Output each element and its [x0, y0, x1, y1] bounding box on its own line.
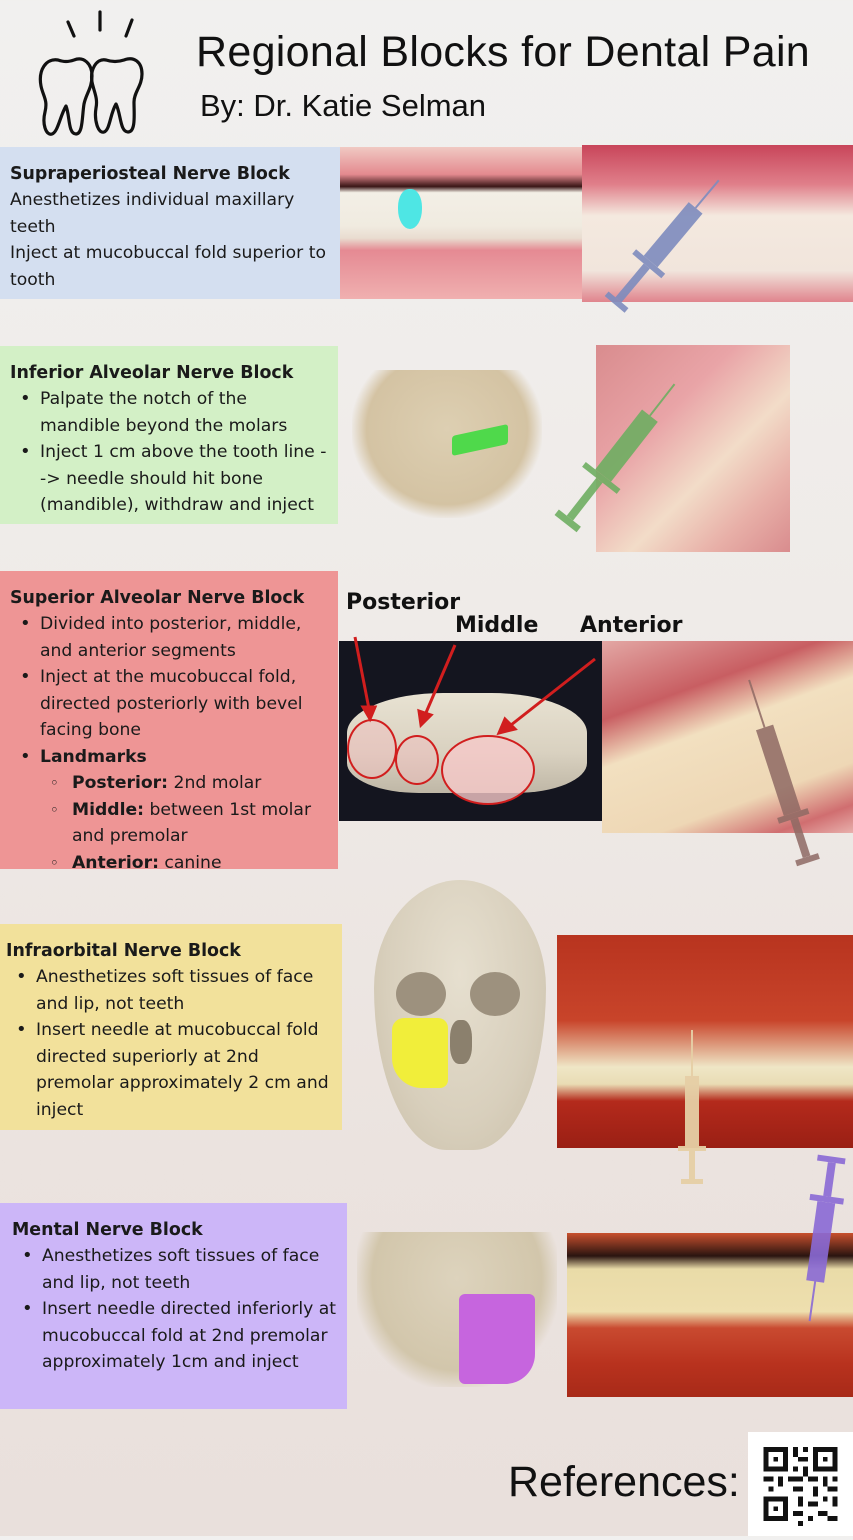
smile-with-highlighted-tooth-image: [340, 147, 583, 299]
bullet-item: Anesthetizes soft tissues of face and li…: [22, 1243, 339, 1296]
mental-nerve-card: Mental Nerve Block Anesthetizes soft tis…: [0, 1203, 347, 1409]
section-title: Mental Nerve Block: [12, 1220, 203, 1240]
left-orbit: [396, 972, 446, 1016]
upper-teeth-with-syringe-image: [582, 145, 853, 302]
bullet-item: Insert needle at mucobuccal fold directe…: [16, 1017, 334, 1123]
bullet-item: Insert needle directed inferiorly at muc…: [22, 1296, 339, 1376]
section-title: Inferior Alveolar Nerve Block: [10, 363, 294, 383]
landmark-item: Anterior: canine: [50, 850, 330, 877]
infraorbital-card: Infraorbital Nerve Block Anesthetizes so…: [0, 924, 342, 1130]
purple-highlight: [459, 1294, 535, 1384]
section-title: Infraorbital Nerve Block: [6, 941, 241, 961]
landmark-item: Middle: between 1st molar and premolar: [50, 797, 330, 850]
anterior-circle: [441, 735, 535, 805]
supraperiosteal-card: Supraperiosteal Nerve Block Anesthetizes…: [0, 147, 340, 299]
section-title: Superior Alveolar Nerve Block: [10, 588, 305, 608]
author-byline: By: Dr. Katie Selman: [200, 88, 487, 123]
green-highlight: [452, 424, 508, 456]
references-label: References:: [508, 1458, 740, 1506]
maxillary-arch-model-image: [339, 641, 603, 821]
syringe-icon: [554, 383, 676, 533]
bullet-item: Landmarks Posterior: 2nd molar Middle: b…: [20, 744, 330, 877]
skull-with-yellow-highlight-image: [370, 880, 550, 1162]
inferior-alveolar-card: Inferior Alveolar Nerve Block Palpate th…: [0, 346, 338, 524]
yellow-highlight: [392, 1018, 448, 1088]
everted-lip-with-syringe-image: [557, 935, 853, 1148]
lower-lip-with-syringe-image: [567, 1233, 853, 1397]
nasal-cavity: [450, 1020, 472, 1064]
annotation-arrows: [353, 636, 596, 735]
side-smile-with-syringe-image: [602, 641, 853, 833]
page-title: Regional Blocks for Dental Pain: [196, 28, 811, 76]
highlighted-tooth: [398, 189, 422, 229]
bullet-item: Palpate the notch of the mandible beyond…: [20, 386, 330, 439]
mandible-with-purple-highlight-image: [357, 1232, 557, 1387]
mandible-with-green-highlight-image: [352, 370, 542, 518]
superior-alveolar-card: Superior Alveolar Nerve Block Divided in…: [0, 571, 338, 876]
anterior-label: Anterior: [580, 613, 683, 638]
bullet-item: Inject at the mucobuccal fold, directed …: [20, 664, 330, 744]
bullet-item: Anesthetizes soft tissues of face and li…: [16, 964, 334, 1017]
bullet-item: Inject 1 cm above the tooth line --> nee…: [20, 439, 330, 519]
section-text: Anesthetizes individual maxillary teeth: [10, 190, 295, 237]
syringe-icon: [806, 1154, 846, 1322]
section-title: Supraperiosteal Nerve Block: [10, 164, 290, 184]
right-orbit: [470, 972, 520, 1016]
syringe-icon: [604, 179, 720, 313]
section-text: Inject at mucobuccal fold superior to to…: [10, 243, 326, 290]
syringe-icon: [748, 679, 820, 867]
posterior-label: Posterior: [346, 590, 461, 615]
landmarks-label: Landmarks: [40, 746, 147, 767]
bullet-item: Divided into posterior, middle, and ante…: [20, 611, 330, 664]
middle-label: Middle: [455, 613, 539, 638]
syringe-icon: [678, 1030, 706, 1184]
middle-circle: [395, 735, 439, 785]
qr-code-icon[interactable]: [748, 1432, 853, 1536]
aching-teeth-icon: [38, 10, 144, 136]
landmark-item: Posterior: 2nd molar: [50, 770, 330, 797]
